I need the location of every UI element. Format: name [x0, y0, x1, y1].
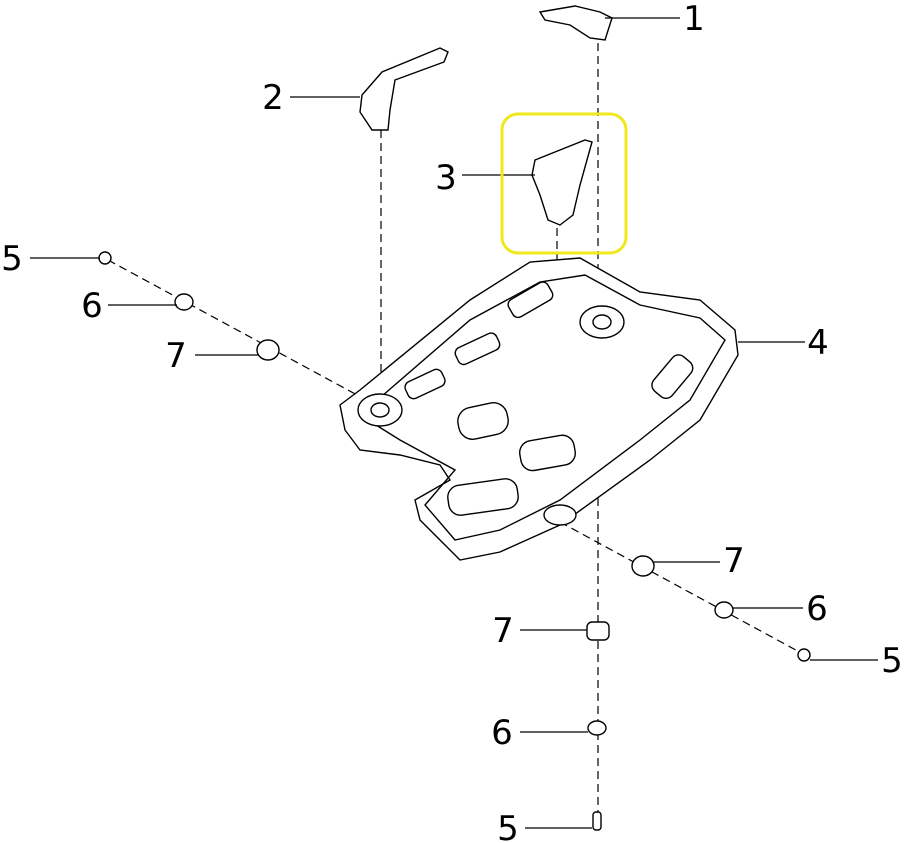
callout-2: 2 — [262, 78, 284, 118]
callout-5-left: 5 — [1, 239, 23, 279]
callout-6-bottom: 6 — [491, 713, 513, 753]
leader-lines — [30, 17, 878, 829]
skid-plate-part-4 — [339, 257, 739, 561]
callout-7-right: 7 — [723, 541, 745, 581]
callout-7-bottom: 7 — [492, 611, 514, 651]
callout-6-right: 6 — [806, 589, 828, 629]
bracket-part-1 — [538, 5, 613, 41]
callout-5-bottom: 5 — [497, 809, 519, 843]
fasteners — [98, 251, 811, 831]
bracket-part-3 — [531, 139, 593, 226]
callout-4: 4 — [807, 323, 829, 363]
callout-5-right: 5 — [881, 641, 903, 681]
bracket-part-2 — [359, 47, 449, 131]
callout-6-left: 6 — [81, 286, 103, 326]
callout-3: 3 — [435, 158, 457, 198]
callout-1: 1 — [683, 0, 705, 39]
highlight-box — [500, 112, 628, 255]
callout-7-left: 7 — [165, 336, 187, 376]
